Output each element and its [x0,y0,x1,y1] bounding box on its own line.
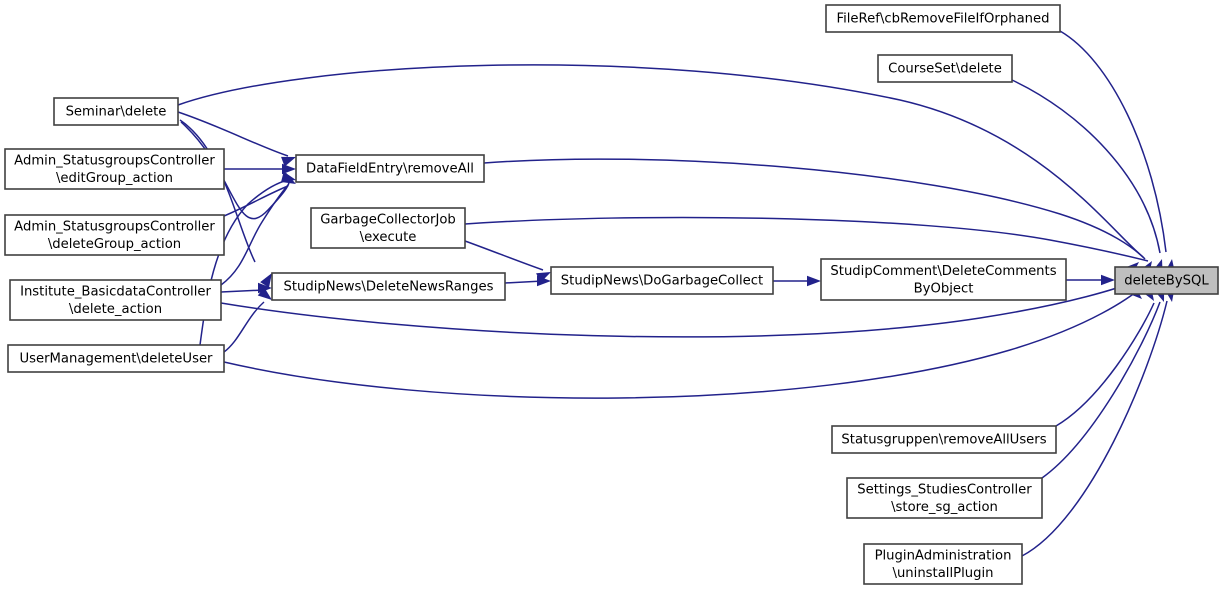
node-label-studipnews_deletenewsranges: StudipNews\DeleteNewsRanges [283,280,493,295]
edge-garbagecollectorjob_execute-to-deletebysql [464,216,1149,262]
node-label-admin_edit: Admin_StatusgroupsController [14,153,215,168]
arrowhead-to-studipnews_dogarbagecollect [537,275,551,287]
edge-usermanagement_deleteuser-to-deletebysql [223,283,1147,399]
edge-seminar_delete-to-deletebysql [177,64,1144,258]
node-box-admin_delete[interactable] [4,214,225,256]
arrowhead-to-studipnews_deletenewsranges [258,282,272,294]
node-box-datafieldentry_removeall[interactable] [295,154,485,183]
node-label-admin_delete: \deleteGroup_action [48,237,181,252]
node-box-studipnews_deletenewsranges[interactable] [271,272,506,301]
node-label-seminar_delete: Seminar\delete [66,105,167,120]
node-box-settings_studiescontroller_store_sg_action[interactable] [846,477,1043,519]
edge-admin_delete-to-datafieldentry_removeall [223,185,289,217]
node-label-settings_studiescontroller_store_sg_action: \store_sg_action [891,500,998,515]
edge-statusgruppen_removeallusers-to-deletebysql [1055,302,1155,427]
node-box-seminar_delete[interactable] [53,97,179,126]
arrowhead-to-studipnews_deletenewsranges [257,287,272,300]
node-box-institute_delete[interactable] [9,279,222,321]
node-label-institute_delete: Institute_BasicdataController [20,284,211,299]
edge-institute_delete-to-deletebysql [220,278,1143,338]
node-label-settings_studiescontroller_store_sg_action: Settings_StudiesController [857,482,1032,497]
arrowhead-to-datafieldentry_removeall [281,156,296,167]
arrowhead-to-datafieldentry_removeall [282,163,296,175]
node-label-studipcomment_deletecommentsbyobject: ByObject [914,281,974,296]
arrowhead-to-datafieldentry_removeall [281,172,296,184]
node-box-studipcomment_deletecommentsbyobject[interactable] [820,258,1067,301]
arrowhead-to-studipnews_deletenewsranges [260,273,272,288]
edge-courseset_delete-to-deletebysql [1011,79,1161,254]
node-label-studipnews_dogarbagecollect: StudipNews\DoGarbageCollect [561,274,763,289]
node-label-courseset_delete: CourseSet\delete [888,62,1002,77]
node-courseset_delete[interactable]: CourseSet\delete [877,54,1013,83]
edge-pluginadministration_uninstallplugin-to-deletebysql [1021,300,1168,557]
edge-garbagecollectorjob_execute-to-studipnews_dogarbagecollect [464,240,544,271]
node-label-studipcomment_deletecommentsbyobject: StudipComment\DeleteComments [830,264,1056,279]
node-label-admin_edit: \editGroup_action [56,171,173,186]
node-label-fileref_cbremovefileiforphaned: FileRef\cbRemoveFileIfOrphaned [836,12,1049,27]
node-deletebysql[interactable]: deleteBySQL [1114,266,1219,295]
node-box-usermanagement_deleteuser[interactable] [7,344,225,373]
edge-fileref_cbremovefileiforphaned-to-deletebysql [1059,30,1167,253]
node-box-garbagecollectorjob_execute[interactable] [310,207,466,249]
node-box-statusgruppen_removeallusers[interactable] [831,425,1057,454]
node-statusgruppen_removeallusers[interactable]: Statusgruppen\removeAllUsers [831,425,1057,454]
node-admin_delete[interactable]: Admin_StatusgroupsController \deleteGroup… [4,214,225,256]
edge-institute_delete-to-studipnews_deletenewsranges [220,289,265,293]
node-label-usermanagement_deleteuser: UserManagement\deleteUser [20,352,214,367]
node-label-garbagecollectorjob_execute: GarbageCollectorJob [320,212,456,227]
nodes-layer: Seminar\deleteAdmin_StatusgroupsControll… [4,4,1219,585]
node-label-admin_delete: Admin_StatusgroupsController [14,219,215,234]
node-studipnews_dogarbagecollect[interactable]: StudipNews\DoGarbageCollect [550,266,774,295]
edge-seminar_delete-to-datafieldentry_removeall [177,111,289,157]
node-label-deletebysql: deleteBySQL [1124,274,1209,289]
arrowhead-to-studipcomment_deletecommentsbyobject [807,275,821,287]
node-box-fileref_cbremovefileiforphaned[interactable] [825,4,1061,33]
node-admin_edit[interactable]: Admin_StatusgroupsController \editGroup_a… [4,148,225,190]
edge-studipnews_deletenewsranges-to-studipnews_dogarbagecollect [504,280,544,284]
node-box-studipnews_dogarbagecollect[interactable] [550,266,774,295]
node-institute_delete[interactable]: Institute_BasicdataController \delete_act… [9,279,222,321]
edge-institute_delete-to-datafieldentry_removeall [220,184,289,286]
node-box-pluginadministration_uninstallplugin[interactable] [863,543,1023,585]
edge-usermanagement_deleteuser-to-studipnews_deletenewsranges [223,301,265,353]
node-box-deletebysql[interactable] [1114,266,1219,295]
arrowhead-to-deletebysql [1101,274,1115,286]
node-fileref_cbremovefileiforphaned[interactable]: FileRef\cbRemoveFileIfOrphaned [825,4,1061,33]
node-seminar_delete[interactable]: Seminar\delete [53,97,179,126]
edge-settings_studiescontroller_store_sg_action-to-deletebysql [1041,301,1161,479]
node-settings_studiescontroller_store_sg_action[interactable]: Settings_StudiesController \store_sg_acti… [846,477,1043,519]
node-label-institute_delete: \delete_action [69,302,162,317]
node-label-pluginadministration_uninstallplugin: \uninstallPlugin [893,566,994,581]
node-box-courseset_delete[interactable] [877,54,1013,83]
node-label-statusgruppen_removeallusers: Statusgruppen\removeAllUsers [841,433,1046,448]
node-label-pluginadministration_uninstallplugin: PluginAdministration [875,548,1012,563]
node-studipnews_deletenewsranges[interactable]: StudipNews\DeleteNewsRanges [271,272,506,301]
node-box-admin_edit[interactable] [4,148,225,190]
node-pluginadministration_uninstallplugin[interactable]: PluginAdministration \uninstallPlugin [863,543,1023,585]
node-label-garbagecollectorjob_execute: \execute [360,230,417,245]
node-label-datafieldentry_removeall: DataFieldEntry\removeAll [306,162,474,177]
node-datafieldentry_removeall[interactable]: DataFieldEntry\removeAll [295,154,485,183]
node-usermanagement_deleteuser[interactable]: UserManagement\deleteUser [7,344,225,373]
edge-datafieldentry_removeall-to-deletebysql [483,158,1146,260]
node-garbagecollectorjob_execute[interactable]: GarbageCollectorJob \execute [310,207,466,249]
